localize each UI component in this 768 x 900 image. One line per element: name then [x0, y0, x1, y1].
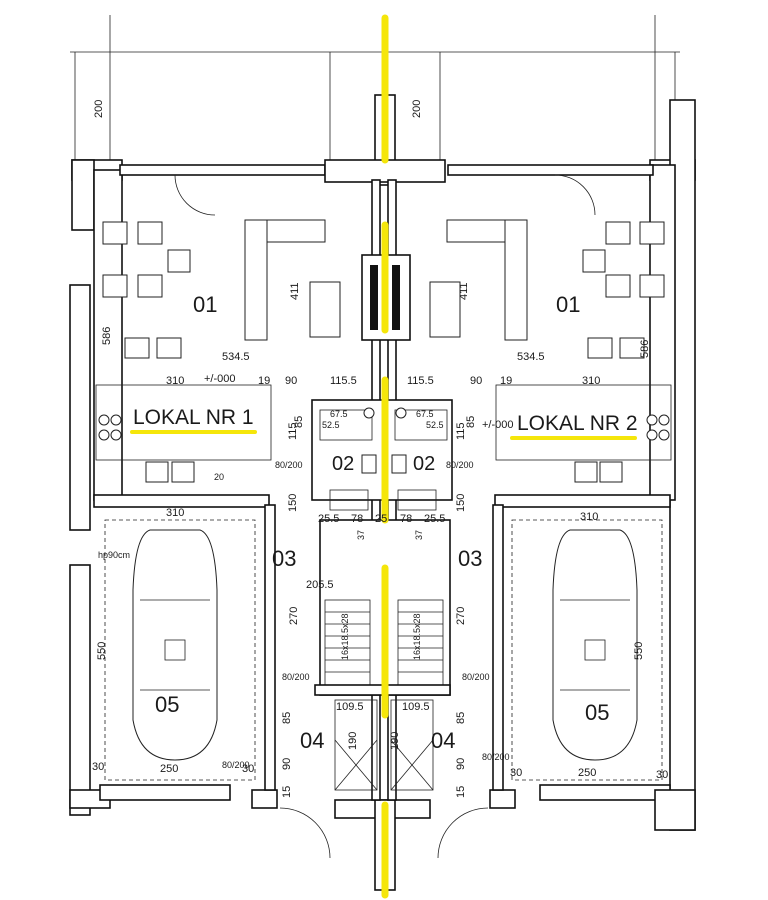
dim-30b-right: 30	[510, 767, 522, 779]
room-right-living: 01	[556, 292, 580, 317]
dim-78-right: 78	[400, 513, 412, 525]
dim-90-left: 90	[285, 375, 297, 387]
room-left-bath: 02	[332, 453, 354, 475]
terrace-outline	[70, 15, 680, 170]
room-right-hall: 03	[458, 546, 482, 571]
car-left	[132, 529, 218, 761]
dim-1095-left: 109.5	[336, 701, 364, 713]
room-left-hall: 03	[272, 546, 296, 571]
lokal-2-label: LOKAL NR 2	[517, 412, 638, 435]
dim-terrace-right: 200	[411, 100, 423, 118]
door-right-1: 80/200	[446, 460, 474, 470]
dim-90-right: 90	[470, 375, 482, 387]
dim-15-left: 15	[281, 786, 293, 798]
dim-255-left: 25.5	[318, 513, 339, 525]
dim-115-left: 115	[287, 422, 299, 440]
dim-living-h-left: 411	[289, 282, 301, 300]
dim-living-w-left: 534.5	[222, 351, 250, 363]
dim-1155-left: 115.5	[330, 375, 357, 387]
dim-living-h-right: 411	[458, 282, 470, 300]
dim-85-right: 85	[465, 416, 477, 428]
dim-190-left: 190	[347, 732, 359, 750]
dim-90b-right: 90	[455, 758, 467, 770]
dim-2055-left: 205.5	[306, 579, 334, 591]
entry-vestibules	[264, 504, 504, 859]
dim-living-w-right: 534.5	[517, 351, 545, 363]
dim-kitchen-w-right: 310	[582, 375, 600, 387]
dim-550-right: 550	[633, 642, 645, 660]
dim-1095-right: 109.5	[402, 701, 430, 713]
dim-270-left: 270	[288, 607, 300, 625]
dim-310b-left: 310	[166, 507, 184, 519]
dim-terrace-left: 200	[93, 100, 105, 118]
dim-78-left: 78	[351, 513, 363, 525]
lokal-1-label: LOKAL NR 1	[133, 406, 254, 429]
dim-side-right: 586	[639, 340, 651, 358]
dim-310b-right: 310	[580, 511, 598, 523]
dim-25-center: 25	[375, 513, 387, 525]
dim-550-left: 550	[96, 642, 108, 660]
room-left-garage: 05	[155, 692, 179, 717]
dim-15-right: 15	[455, 786, 467, 798]
stairs-left: 16x18.5x28	[340, 613, 350, 660]
dim-20-left: 20	[214, 472, 224, 482]
room-right-bath: 02	[413, 453, 435, 475]
dim-side-left: 586	[101, 327, 113, 345]
living-furniture-left	[102, 219, 341, 359]
stairs-right: 16x18.5x28	[412, 613, 422, 660]
dim-30a-right: 30	[656, 769, 668, 781]
door-right-2: 80/200	[462, 672, 490, 682]
kitchen-right	[495, 384, 672, 483]
dim-19-left: 19	[258, 375, 270, 387]
dim-250-right: 250	[578, 767, 596, 779]
garage-left	[104, 519, 256, 781]
dim-525-left: 52.5	[322, 420, 340, 430]
dim-115-right: 115	[455, 422, 467, 440]
dim-30a-left: 30	[92, 761, 104, 773]
dimensions-left: 200 586 411 534.5 310 +/-000 19 90 115.5…	[92, 100, 387, 798]
dimensions-right: 200 586 411 534.5 310 +/-000 19 90 115.5…	[389, 100, 668, 798]
dim-1155-right: 115.5	[407, 375, 434, 387]
exterior-walls	[69, 99, 696, 831]
dim-30b-left: 30	[242, 763, 254, 775]
dim-190-right: 190	[389, 732, 401, 750]
dim-150-right: 150	[455, 494, 467, 512]
room-left-entry: 04	[300, 728, 324, 753]
kitchen-left	[95, 384, 272, 483]
dim-19-right: 19	[500, 375, 512, 387]
dim-90b-left: 90	[281, 758, 293, 770]
dim-250-left: 250	[160, 763, 178, 775]
door-left-3: 80/200	[222, 760, 250, 770]
garage-right	[511, 519, 663, 781]
dim-37-right: 37	[414, 530, 424, 540]
car-right	[552, 529, 638, 761]
dim-675-right: 67.5	[416, 409, 434, 419]
door-right-3: 80/200	[482, 752, 510, 762]
dim-85b-right: 85	[455, 712, 467, 724]
handrail-left: hp90cm	[98, 550, 130, 560]
living-furniture-right	[429, 219, 665, 359]
dim-85b-left: 85	[281, 712, 293, 724]
dim-level-right: +/-000	[482, 419, 514, 431]
room-right-garage: 05	[585, 700, 609, 725]
dim-255-right: 25.5	[424, 513, 445, 525]
dim-kitchen-w-left: 310	[166, 375, 184, 387]
dim-150-left: 150	[287, 494, 299, 512]
dim-37-left: 37	[356, 530, 366, 540]
dim-675-left: 67.5	[330, 409, 348, 419]
door-left-2: 80/200	[282, 672, 310, 682]
dim-525-right: 52.5	[426, 420, 444, 430]
dim-85-left: 85	[293, 416, 305, 428]
room-left-living: 01	[193, 292, 217, 317]
door-left-1: 80/200	[275, 460, 303, 470]
dim-270-right: 270	[455, 607, 467, 625]
dim-level-left: +/-000	[204, 373, 236, 385]
room-right-entry: 04	[431, 728, 455, 753]
